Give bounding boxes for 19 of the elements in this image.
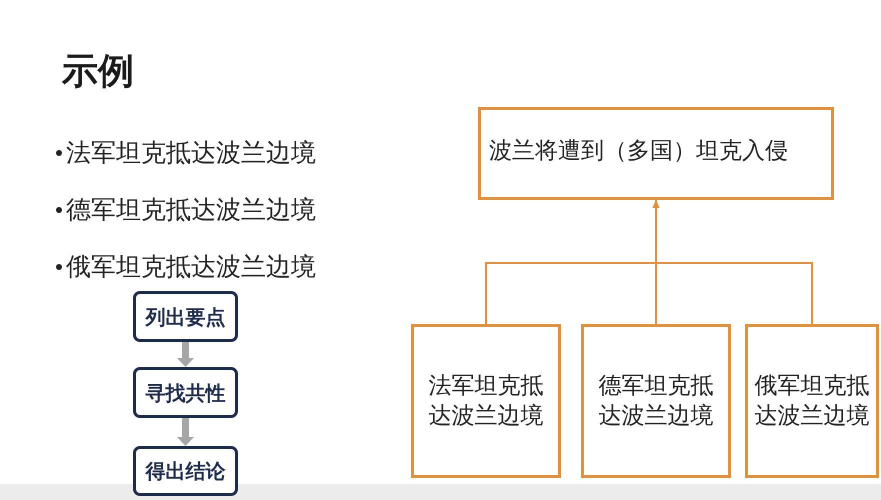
- fact-text: 德军坦克抵达波兰边境: [597, 372, 714, 431]
- slide-title: 示例: [62, 50, 134, 94]
- arrow: [652, 200, 813, 324]
- fact-box: [581, 324, 731, 478]
- conclusion-box: [478, 107, 834, 200]
- step-label: 列出要点: [146, 304, 226, 330]
- step-box: [133, 291, 238, 342]
- step-label: 寻找共性: [146, 380, 226, 406]
- step-box: [133, 446, 238, 496]
- bullet-text: 法军坦克抵达波兰边境: [66, 137, 316, 169]
- step-label: 得出结论: [146, 458, 226, 484]
- step-box: [133, 367, 238, 418]
- fact-box: [411, 324, 561, 478]
- fact-text: 法军坦克抵达波兰边境: [427, 372, 544, 431]
- bullet-text: 俄军坦克抵达波兰边境: [66, 251, 316, 283]
- conclusion-text: 波兰将遭到（多国）坦克入侵: [489, 136, 788, 166]
- bullet-text: 德军坦克抵达波兰边境: [66, 194, 316, 226]
- fact-box: [745, 324, 879, 478]
- fact-text: 俄军坦克抵达波兰边境: [753, 372, 870, 431]
